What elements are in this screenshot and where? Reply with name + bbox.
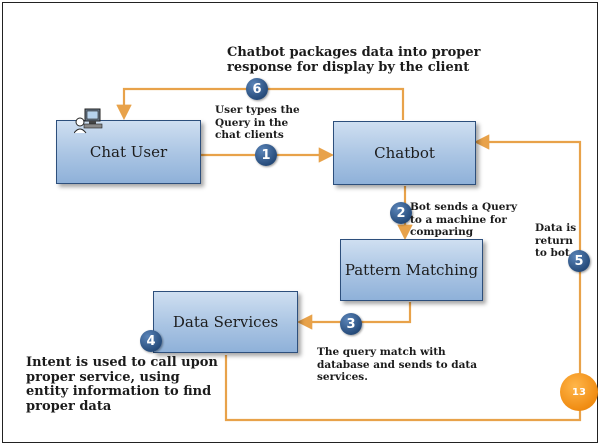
chatbot-box: Chatbot [333, 121, 476, 185]
note-intent: Intent is used to call upon proper servi… [26, 355, 218, 414]
step-badge-6: 6 [246, 78, 268, 100]
data-services-box: Data Services [153, 291, 298, 353]
note-packages-response: Chatbot packages data into proper respon… [227, 45, 481, 75]
step-badge-2: 2 [390, 202, 412, 224]
step-badge-4: 4 [140, 330, 162, 352]
step-badge-5: 5 [568, 250, 590, 272]
data-services-label: Data Services [172, 313, 279, 331]
arrow-step-3 [296, 302, 412, 330]
diagram-frame [2, 2, 598, 443]
note-user-types: User types the Query in the chat clients [215, 104, 300, 141]
note-bot-sends: Bot sends a Query to a machine for compa… [410, 201, 518, 238]
note-query-match: The query match with database and sends … [317, 346, 478, 383]
chatbot-label: Chatbot [374, 144, 435, 162]
pattern-matching-label: Pattern Matching [344, 261, 479, 279]
arrow-step-5 [224, 134, 582, 422]
chat-user-label: Chat User [89, 143, 168, 161]
step-badge-13: 13 [560, 373, 598, 411]
step-badge-3: 3 [340, 313, 362, 335]
step-badge-1: 1 [255, 144, 277, 166]
note-data-return: Data is return to bot [535, 222, 577, 259]
chat-user-box: Chat User [56, 120, 201, 184]
pattern-matching-box: Pattern Matching [340, 239, 483, 301]
computer-user-icon [73, 108, 104, 134]
